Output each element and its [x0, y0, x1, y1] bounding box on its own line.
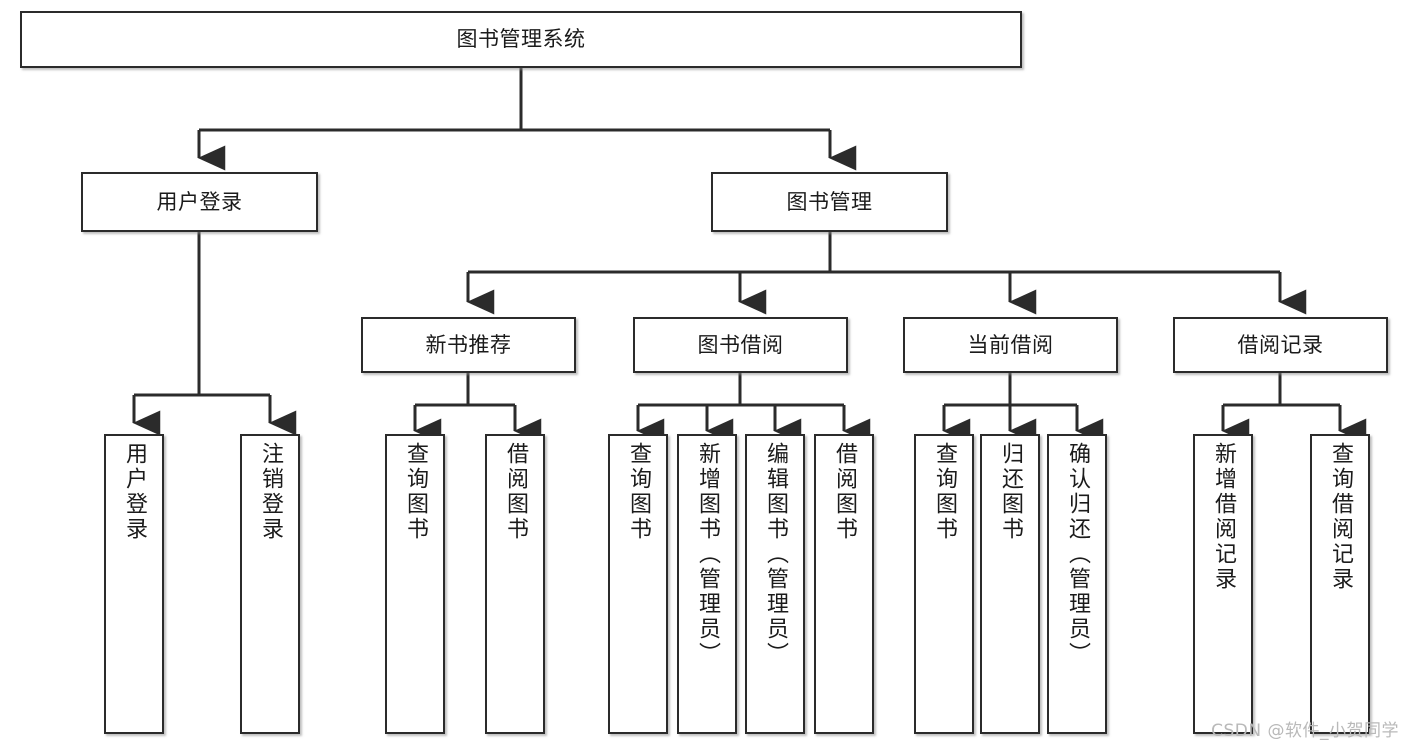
leaf-borrow-book-2-label: 借阅图书: [832, 442, 857, 542]
node-book-management-label: 图书管理: [786, 189, 873, 214]
node-book-borrow-label: 图书借阅: [697, 332, 784, 357]
leaf-user-logout-label: 注销登录: [258, 442, 283, 542]
leaf-add-book[interactable]: 新增图书（管理员）: [677, 434, 737, 734]
leaf-borrow-book-1[interactable]: 借阅图书: [485, 434, 545, 734]
node-new-book-recommend-label: 新书推荐: [425, 332, 512, 357]
leaf-query-book-1[interactable]: 查询图书: [385, 434, 445, 734]
leaf-user-login-label: 用户登录: [122, 442, 147, 542]
leaf-query-record[interactable]: 查询借阅记录: [1310, 434, 1370, 734]
node-current-borrow-label: 当前借阅: [967, 332, 1054, 357]
node-root-label: 图书管理系统: [456, 27, 586, 52]
leaf-query-record-label: 查询借阅记录: [1328, 442, 1353, 592]
node-borrow-record[interactable]: 借阅记录: [1173, 317, 1388, 373]
node-root[interactable]: 图书管理系统: [20, 11, 1022, 68]
leaf-confirm-return-label: 确认归还（管理员）: [1065, 442, 1090, 667]
leaf-add-record[interactable]: 新增借阅记录: [1193, 434, 1253, 734]
node-borrow-record-label: 借阅记录: [1237, 332, 1324, 357]
node-user-login[interactable]: 用户登录: [81, 172, 318, 232]
leaf-query-book-3[interactable]: 查询图书: [914, 434, 974, 734]
node-new-book-recommend[interactable]: 新书推荐: [361, 317, 576, 373]
leaf-query-book-1-label: 查询图书: [403, 442, 428, 542]
leaf-edit-book[interactable]: 编辑图书（管理员）: [745, 434, 805, 734]
leaf-user-login[interactable]: 用户登录: [104, 434, 164, 734]
leaf-query-book-3-label: 查询图书: [932, 442, 957, 542]
csdn-watermark: CSDN @软件_小贺同学: [1211, 721, 1399, 741]
leaf-borrow-book-2[interactable]: 借阅图书: [814, 434, 874, 734]
leaf-user-logout[interactable]: 注销登录: [240, 434, 300, 734]
node-book-management[interactable]: 图书管理: [711, 172, 948, 232]
node-book-borrow[interactable]: 图书借阅: [633, 317, 848, 373]
leaf-confirm-return[interactable]: 确认归还（管理员）: [1047, 434, 1107, 734]
leaf-edit-book-label: 编辑图书（管理员）: [763, 442, 788, 667]
leaf-return-book-label: 归还图书: [998, 442, 1023, 542]
node-user-login-label: 用户登录: [156, 189, 243, 214]
leaf-add-book-label: 新增图书（管理员）: [695, 442, 720, 667]
leaf-query-book-2-label: 查询图书: [626, 442, 651, 542]
leaf-borrow-book-1-label: 借阅图书: [503, 442, 528, 542]
leaf-return-book[interactable]: 归还图书: [980, 434, 1040, 734]
leaf-query-book-2[interactable]: 查询图书: [608, 434, 668, 734]
node-current-borrow[interactable]: 当前借阅: [903, 317, 1118, 373]
leaf-add-record-label: 新增借阅记录: [1211, 442, 1236, 592]
